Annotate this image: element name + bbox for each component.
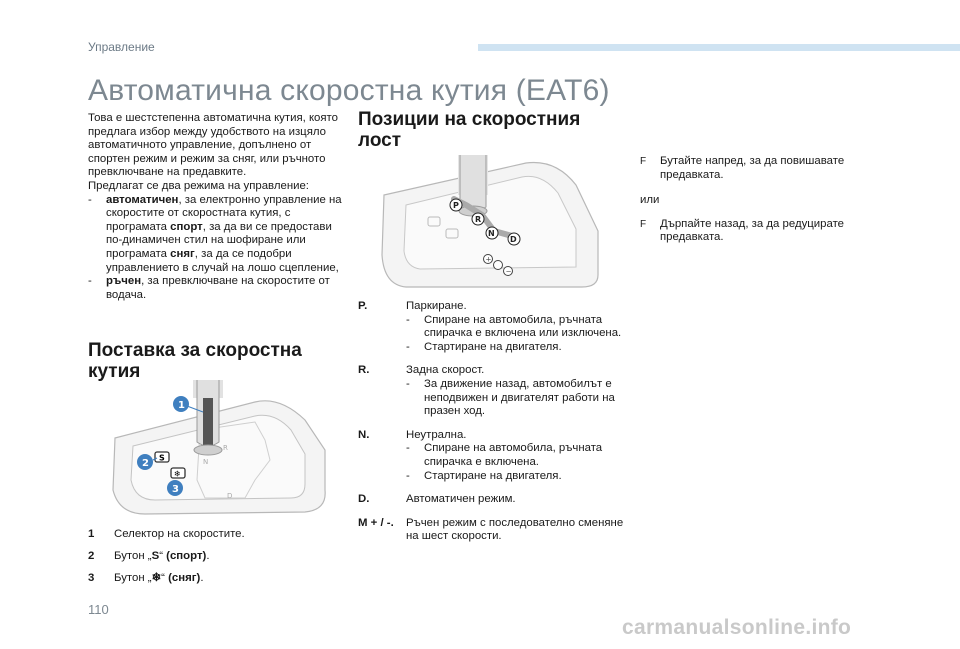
svg-text:❄: ❄: [174, 470, 181, 479]
callout-2: 2: [137, 454, 153, 470]
mode-manual: - ръчен, за превключване на скоростите о…: [88, 275, 330, 301]
manual-mode-instructions: F Бутайте напред, за да повишавате преда…: [640, 155, 880, 245]
checkbox-icon: F: [640, 156, 647, 167]
callout-1: 1: [173, 396, 189, 412]
instruction-upshift: F Бутайте напред, за да повишавате преда…: [640, 155, 845, 181]
svg-text:D: D: [227, 492, 232, 500]
position-p: P. Паркиране. -Спиране на автомобила, ръ…: [358, 300, 622, 353]
svg-text:1: 1: [178, 400, 185, 411]
svg-text:2: 2: [142, 458, 149, 469]
positions-heading: Позиции на скоростния лост: [358, 109, 581, 151]
gearbox-console-illustration: R N D S ❄ 1 2 3: [105, 380, 331, 518]
svg-text:R: R: [475, 215, 481, 224]
svg-text:N: N: [488, 229, 495, 238]
gear-lever-illustration: P R N D + −: [376, 155, 602, 289]
header-bar: [478, 44, 960, 51]
svg-text:−: −: [506, 268, 512, 276]
svg-text:P: P: [453, 201, 459, 210]
svg-text:3: 3: [172, 484, 179, 495]
page-number: 110: [88, 602, 109, 617]
svg-text:+: +: [486, 256, 492, 264]
instruction-downshift: F Дърпайте назад, за да редуцирате преда…: [640, 217, 845, 244]
svg-text:N: N: [203, 458, 208, 466]
svg-text:S: S: [159, 454, 165, 463]
intro-paragraph-2: Предлагат се два режима на управление:: [88, 179, 309, 192]
svg-text:R: R: [223, 444, 228, 452]
intro-paragraph-1: Това е шестстепенна автоматична кутия, к…: [88, 112, 338, 179]
callout-3: 3: [167, 480, 183, 496]
watermark: carmanualsonline.info: [622, 616, 852, 639]
position-d: D. Автоматичен режим.: [358, 493, 516, 506]
setup-heading: Поставка за скоростна кутия: [88, 340, 302, 382]
mode-automatic: - автоматичен, за електронно управление …: [88, 193, 342, 274]
position-n: N. Неутрална. -Спиране на автомобила, ръ…: [358, 428, 603, 482]
position-r: R. Задна скорост. -За движение назад, ав…: [358, 364, 615, 418]
svg-text:D: D: [510, 235, 517, 244]
page-title: Автоматична скоростна кутия (EAT6): [88, 74, 610, 107]
checkbox-icon: F: [640, 218, 647, 230]
or-text: или: [640, 194, 660, 207]
intro-text: Това е шестстепенна автоматична кутия, к…: [88, 112, 350, 302]
section-label: Управление: [88, 40, 155, 54]
positions-list: P. Паркиране. -Спиране на автомобила, ръ…: [358, 300, 628, 554]
position-m: M + / -. Ръчен режим с последователно см…: [358, 516, 624, 543]
